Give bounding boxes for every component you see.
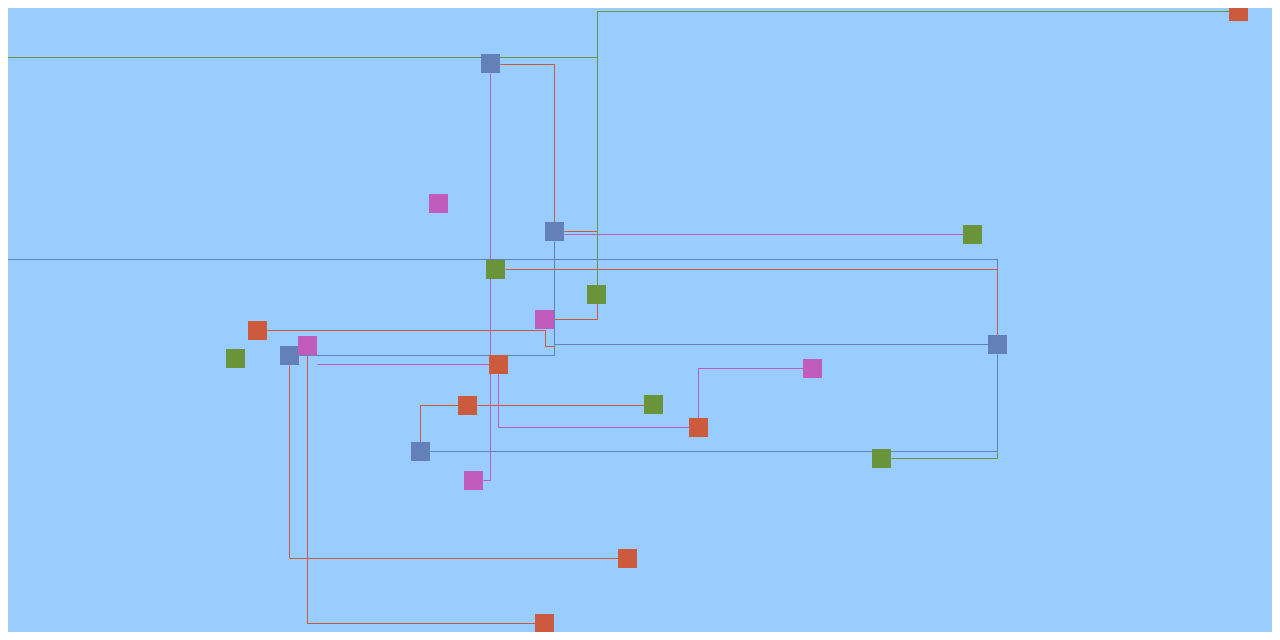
node-orange-o2[interactable]: [489, 355, 508, 374]
node-green-g5[interactable]: [872, 449, 891, 468]
connector-b2-b4: [554, 241, 989, 345]
node-green-g3[interactable]: [644, 395, 663, 414]
node-magenta-m2[interactable]: [298, 336, 317, 355]
connector-b1-b2: [500, 64, 555, 223]
connector-b4-g5: [891, 354, 998, 459]
node-orange-o4[interactable]: [689, 418, 708, 437]
node-magenta-m3[interactable]: [803, 359, 822, 378]
node-orange-o1[interactable]: [1229, 8, 1248, 21]
connector-o4-m3: [698, 368, 804, 419]
connector-b5-o6: [289, 365, 619, 559]
connector-b3-b4: [430, 354, 998, 452]
node-blue-b3[interactable]: [411, 442, 430, 461]
diagram-canvas: [8, 8, 1272, 632]
node-magenta-m1[interactable]: [429, 194, 448, 213]
node-blue-b2[interactable]: [545, 222, 564, 241]
node-orange-o3[interactable]: [458, 396, 477, 415]
node-orange-o7[interactable]: [535, 614, 554, 632]
connector-o2-o4: [498, 374, 690, 428]
edge-layer: [8, 11, 1230, 624]
node-green-g4[interactable]: [963, 225, 982, 244]
connector-b5-b2: [299, 241, 555, 356]
connector-o3-b3: [420, 405, 459, 443]
node-blue-b4[interactable]: [988, 335, 1007, 354]
node-orange-o6[interactable]: [618, 549, 637, 568]
connector-m2-o7: [307, 355, 536, 624]
node-orange-o5[interactable]: [248, 321, 267, 340]
node-green-g6[interactable]: [226, 349, 245, 368]
node-magenta-m4[interactable]: [535, 310, 554, 329]
connector-g1-offleft: [8, 57, 598, 286]
connector-o5-b3: [267, 330, 555, 347]
connector-g1-o1: [597, 11, 1230, 58]
node-green-g2[interactable]: [486, 260, 505, 279]
node-green-g1[interactable]: [587, 285, 606, 304]
node-magenta-m5[interactable]: [464, 471, 483, 490]
node-blue-b5[interactable]: [280, 346, 299, 365]
connector-g2-b4: [505, 269, 998, 336]
connector-b1-m5: [483, 73, 491, 481]
connector-b2-m4: [554, 231, 598, 320]
node-blue-b1[interactable]: [481, 54, 500, 73]
